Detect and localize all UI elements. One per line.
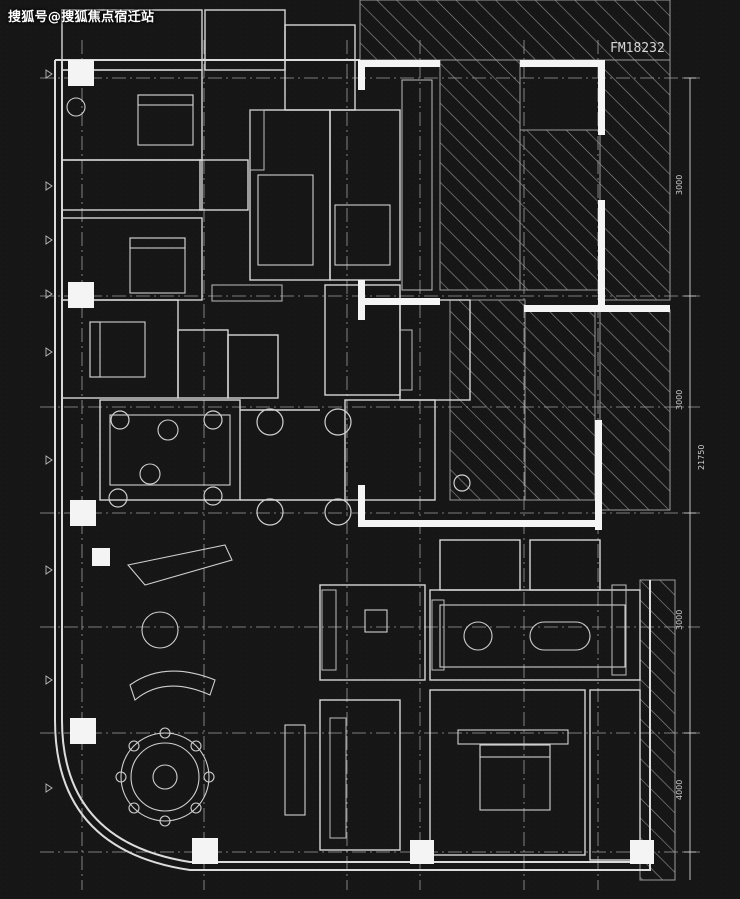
dim-right-lower-1: 3000 [675,610,684,630]
dim-right-upper-2: 3000 [675,390,684,410]
grid-axes [40,40,700,890]
exterior-outline [54,59,651,871]
dim-right-total: 21750 [697,445,706,470]
room-walls [61,9,641,861]
dimension-labels: 3000 3000 21750 3000 4000 [675,175,706,800]
dimension-line [684,77,696,880]
furniture-beds [89,94,569,811]
structural-walls [68,60,670,864]
drawing-code: FM18232 [610,41,665,56]
dim-right-lower-2: 4000 [675,780,684,800]
furniture-lounge [126,174,626,816]
wardrobes [211,79,627,839]
hatched-zones [359,0,676,881]
axis-markers [45,69,53,793]
dim-right-upper-1: 3000 [675,175,684,195]
hall-columns [108,408,471,526]
watermark-text: 搜狐号@搜狐焦点宿迁站 [8,10,155,25]
furniture-dining [66,97,231,827]
